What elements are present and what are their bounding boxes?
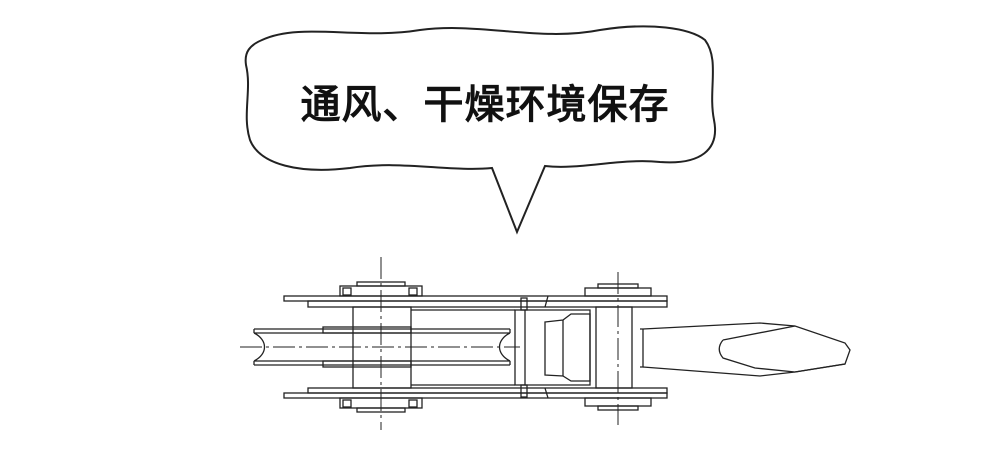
storage-note: 通风、干燥环境保存 (300, 82, 670, 128)
swivel-body (525, 306, 633, 389)
speech-bubble (244, 25, 717, 235)
centerlines (240, 257, 619, 430)
hook (640, 322, 851, 377)
sheave (253, 306, 515, 389)
cross-pin (514, 297, 528, 398)
side-plates (283, 295, 668, 399)
right-nuts (584, 283, 652, 411)
left-nuts (339, 281, 423, 413)
